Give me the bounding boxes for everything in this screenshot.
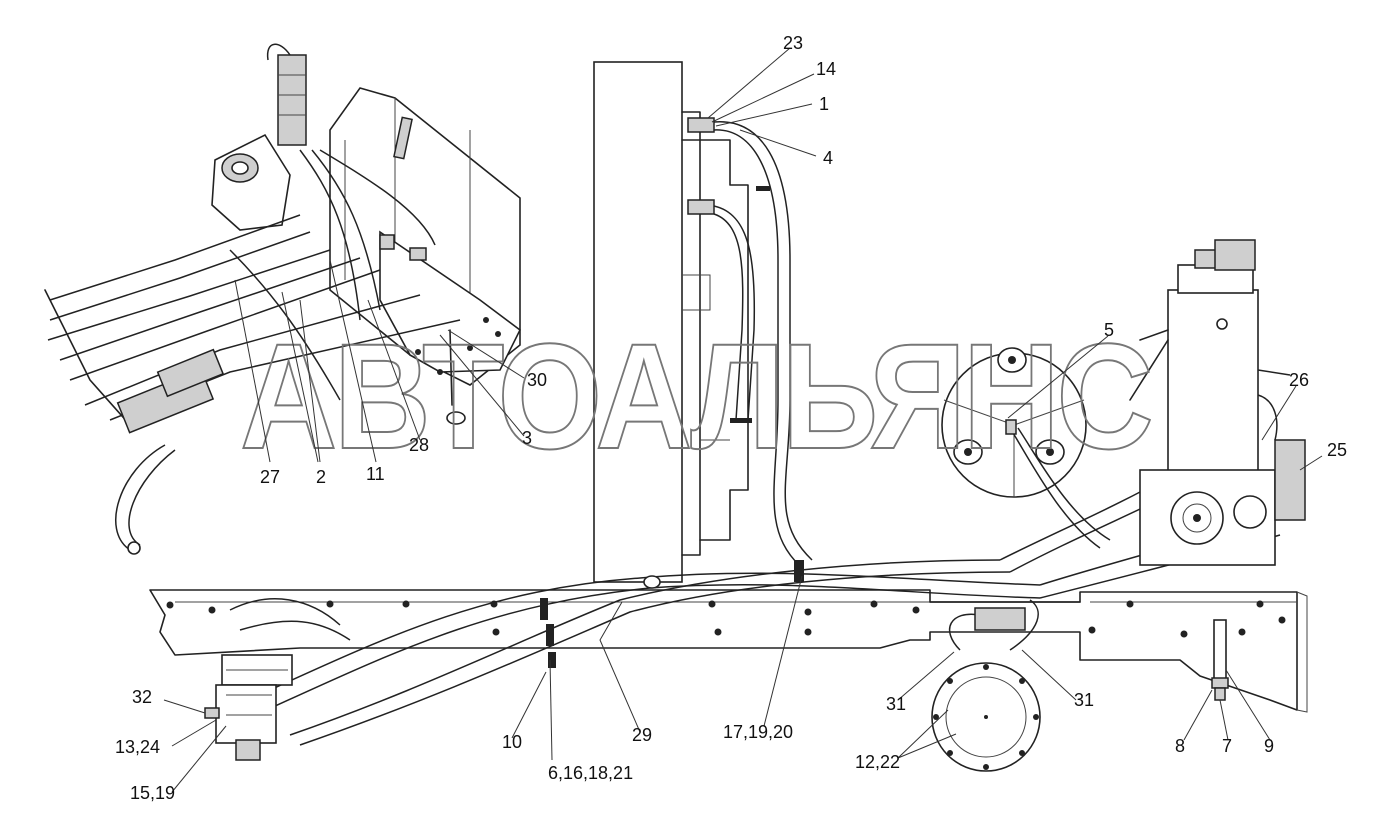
callout-26: 26 [1289,370,1309,390]
callout-10: 10 [502,732,522,752]
hose-bundle-frame [229,469,1281,746]
callout-25: 25 [1327,440,1347,460]
callout-17-19-20: 17,19,20 [723,722,793,742]
callout-11: 11 [366,464,385,484]
valve-block-upper [211,43,307,231]
callout-3: 3 [522,428,532,448]
round-motor [931,599,1041,772]
leader-lines [163,47,1323,793]
callout-2: 2 [316,467,326,487]
watermark-text: АВТОАЛЬЯНС [240,312,1151,480]
callout-12-22: 12,22 [855,752,900,772]
callout-8: 8 [1175,736,1185,756]
callout-labels: 23 14 1 4 5 26 25 30 3 28 27 2 11 32 13,… [115,33,1347,803]
callout-30: 30 [527,370,547,390]
callout-5: 5 [1104,320,1114,340]
cooler-assembly [593,61,813,583]
callout-31-right: 31 [1074,690,1094,710]
callout-32: 32 [132,687,152,707]
callout-23: 23 [783,33,803,53]
callout-1: 1 [819,94,829,114]
hose-bundle-left [44,149,461,555]
callout-15-19: 15,19 [130,783,175,803]
callout-27: 27 [260,467,280,487]
callout-28: 28 [409,435,429,455]
pump-lower-left [204,654,293,761]
callout-6-16-18-21: 6,16,18,21 [548,763,633,783]
callout-29: 29 [632,725,652,745]
lower-right-pin [1211,619,1229,701]
callout-31-left: 31 [886,694,906,714]
round-plate [941,347,1111,549]
callout-4: 4 [823,148,833,168]
callout-9: 9 [1264,736,1274,756]
right-pump-unit [1129,239,1306,566]
frame-rail [149,589,1308,713]
hydraulic-tank [329,87,522,425]
callout-13-24: 13,24 [115,737,160,757]
callout-14: 14 [816,59,836,79]
callout-7: 7 [1222,736,1232,756]
